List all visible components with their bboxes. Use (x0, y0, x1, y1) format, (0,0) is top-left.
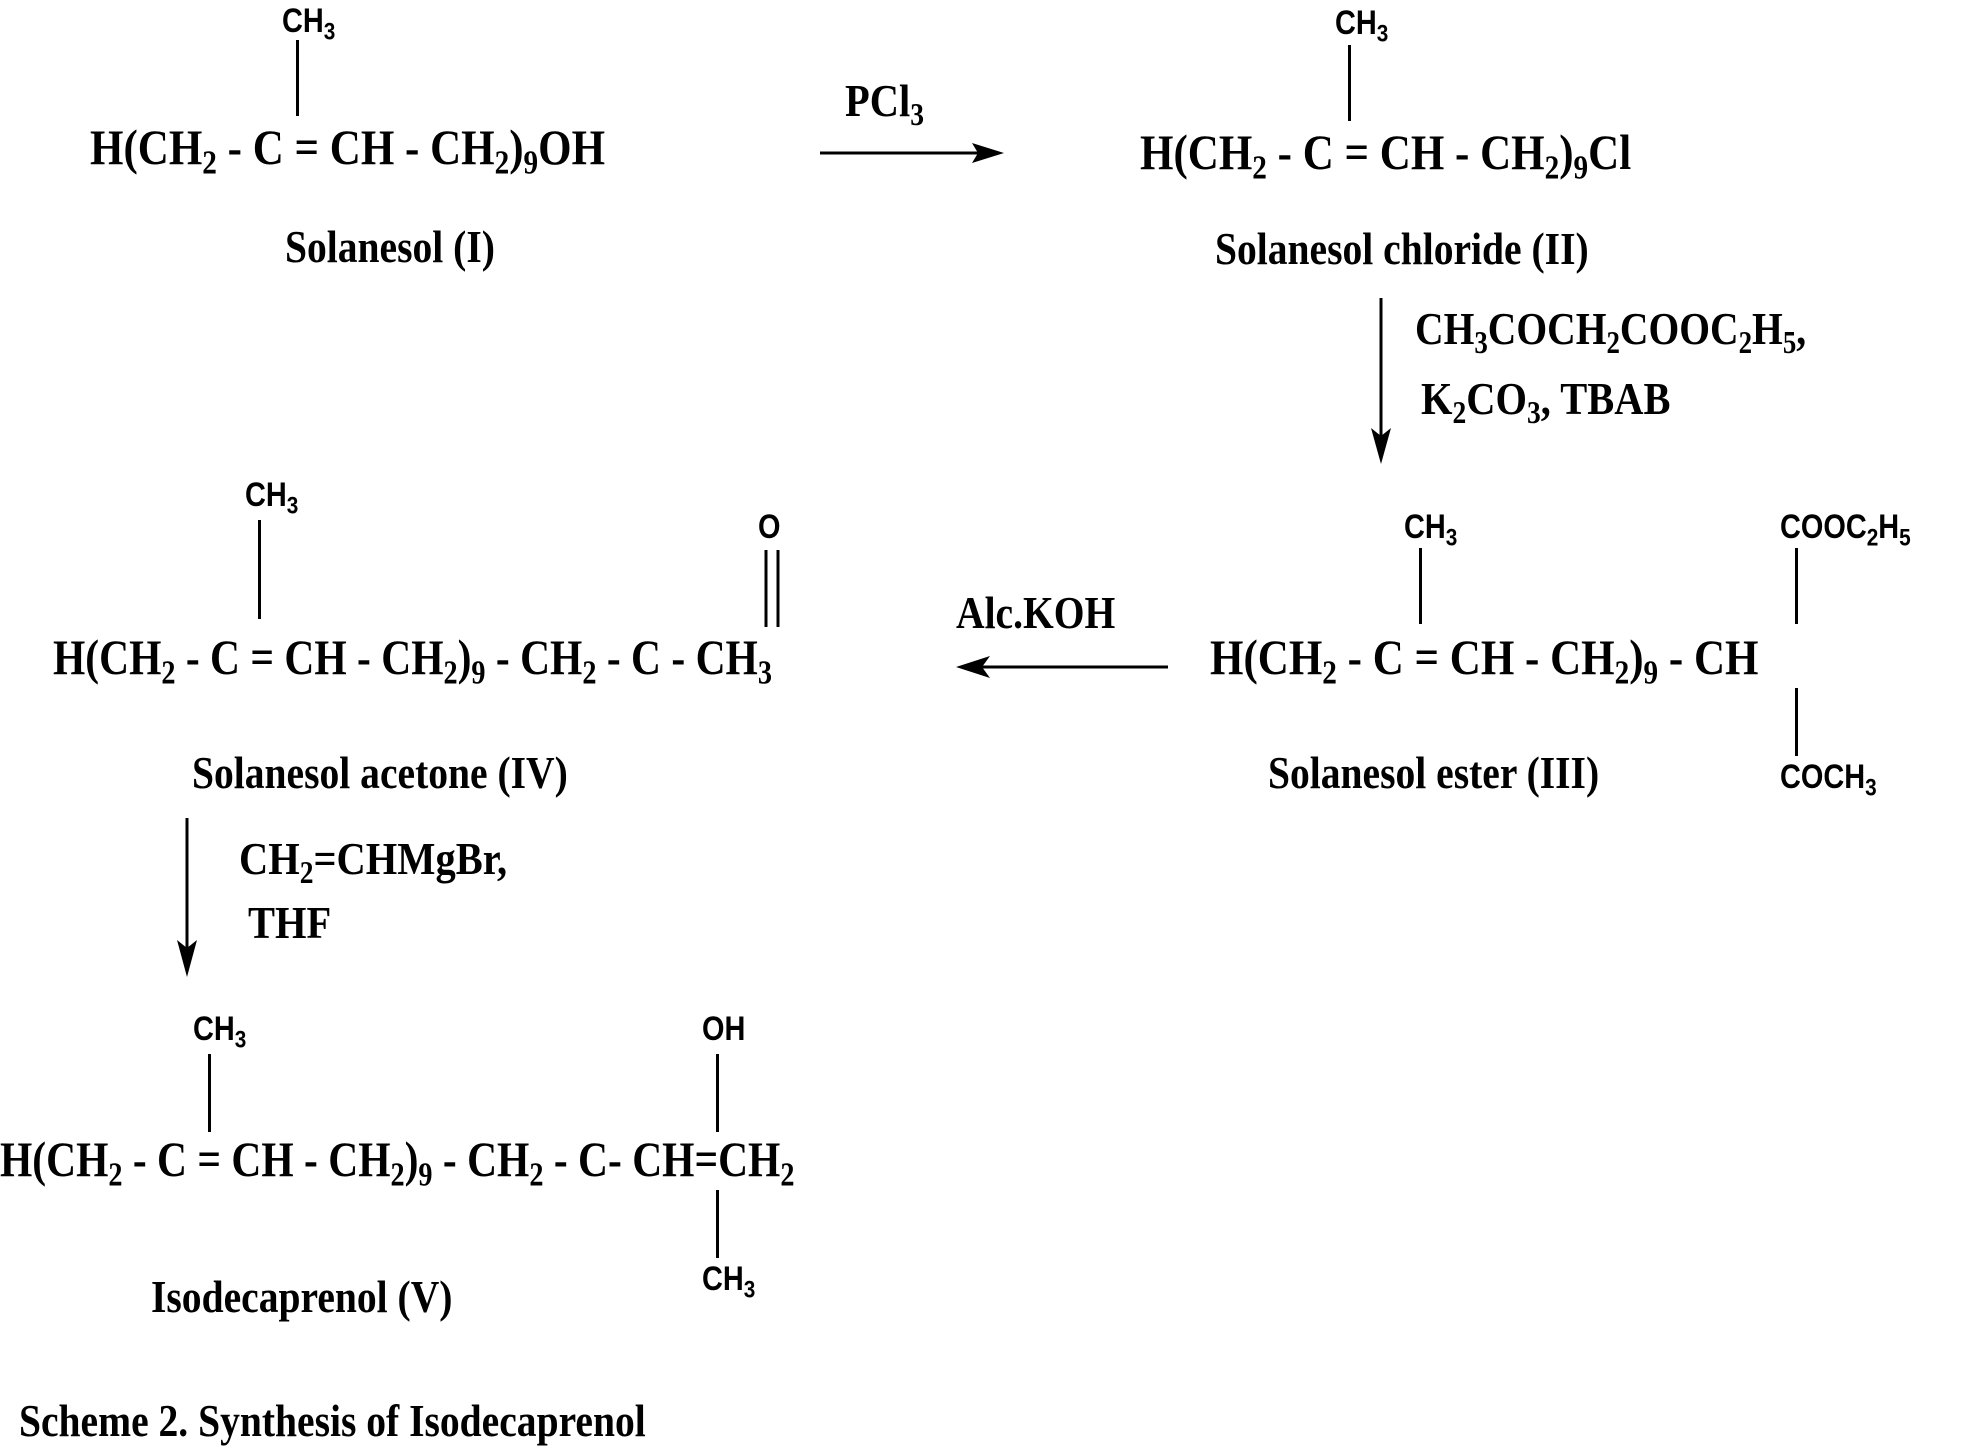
compound-iii-acetyl-bond (1795, 688, 1798, 756)
compound-iv-methyl-bond (258, 520, 261, 619)
compound-ii-formula: H(CH2 - C = CH - CH2)9Cl (1140, 124, 1632, 187)
compound-iii-ester-bond (1795, 548, 1798, 624)
compound-i-methyl: CH3 (282, 2, 336, 46)
compound-iv-carbonyl-oxygen: O (758, 508, 781, 546)
compound-iii-methyl-bond (1419, 548, 1422, 624)
compound-iii-acetyl-group: COCH3 (1780, 758, 1877, 802)
compound-ii-methyl: CH3 (1335, 4, 1389, 48)
reaction-arrow-down-1 (1371, 298, 1391, 464)
reagent-alc-koh: Alc.KOH (956, 587, 1116, 638)
compound-i-methyl-bond (296, 40, 299, 116)
reaction-arrow-left (956, 656, 1168, 678)
compound-v-hydroxyl: OH (702, 1010, 746, 1048)
compound-v-methyl: CH3 (193, 1010, 247, 1054)
compound-v-methyl2: CH3 (702, 1260, 756, 1304)
compound-v-methyl-bond (208, 1054, 211, 1132)
reaction-arrow-right (820, 143, 1004, 163)
compound-iv-methyl: CH3 (245, 476, 299, 520)
scheme-caption: Scheme 2. Synthesis of Isodecaprenol (19, 1395, 646, 1446)
reaction-arrow-down-2 (177, 818, 197, 977)
compound-ii-name: Solanesol chloride (II) (1215, 223, 1589, 274)
reagent-vinyl-grignard: CH2=CHMgBr, (239, 833, 508, 890)
compound-i-formula: H(CH2 - C = CH - CH2)9OH (90, 119, 606, 182)
compound-v-formula: H(CH2 - C = CH - CH2)9 - CH2 - C- CH=CH2 (0, 1131, 795, 1194)
compound-i-name: Solanesol (I) (285, 221, 495, 272)
compound-iii-name: Solanesol ester (III) (1268, 747, 1600, 798)
compound-iv-formula: H(CH2 - C = CH - CH2)9 - CH2 - C - CH3 (53, 629, 772, 692)
reagent-ethyl-acetoacetate: CH3COCH2COOC2H5, (1415, 303, 1807, 360)
compound-ii-methyl-bond (1348, 45, 1351, 121)
reagent-pcl3: PCl3 (845, 75, 924, 132)
compound-iii-ester-group: COOC2H5 (1780, 508, 1911, 552)
carbonyl-double-bond (764, 550, 780, 627)
compound-v-name: Isodecaprenol (V) (151, 1271, 453, 1322)
reagent-thf: THF (248, 897, 332, 948)
reagent-k2co3-tbab: K2CO3, TBAB (1421, 373, 1671, 430)
compound-v-hydroxyl-bond (716, 1054, 719, 1132)
compound-iv-name: Solanesol acetone (IV) (192, 747, 568, 798)
compound-iii-formula: H(CH2 - C = CH - CH2)9 - CH (1210, 629, 1759, 692)
compound-v-methyl2-bond (716, 1190, 719, 1258)
compound-iii-methyl: CH3 (1404, 508, 1458, 552)
